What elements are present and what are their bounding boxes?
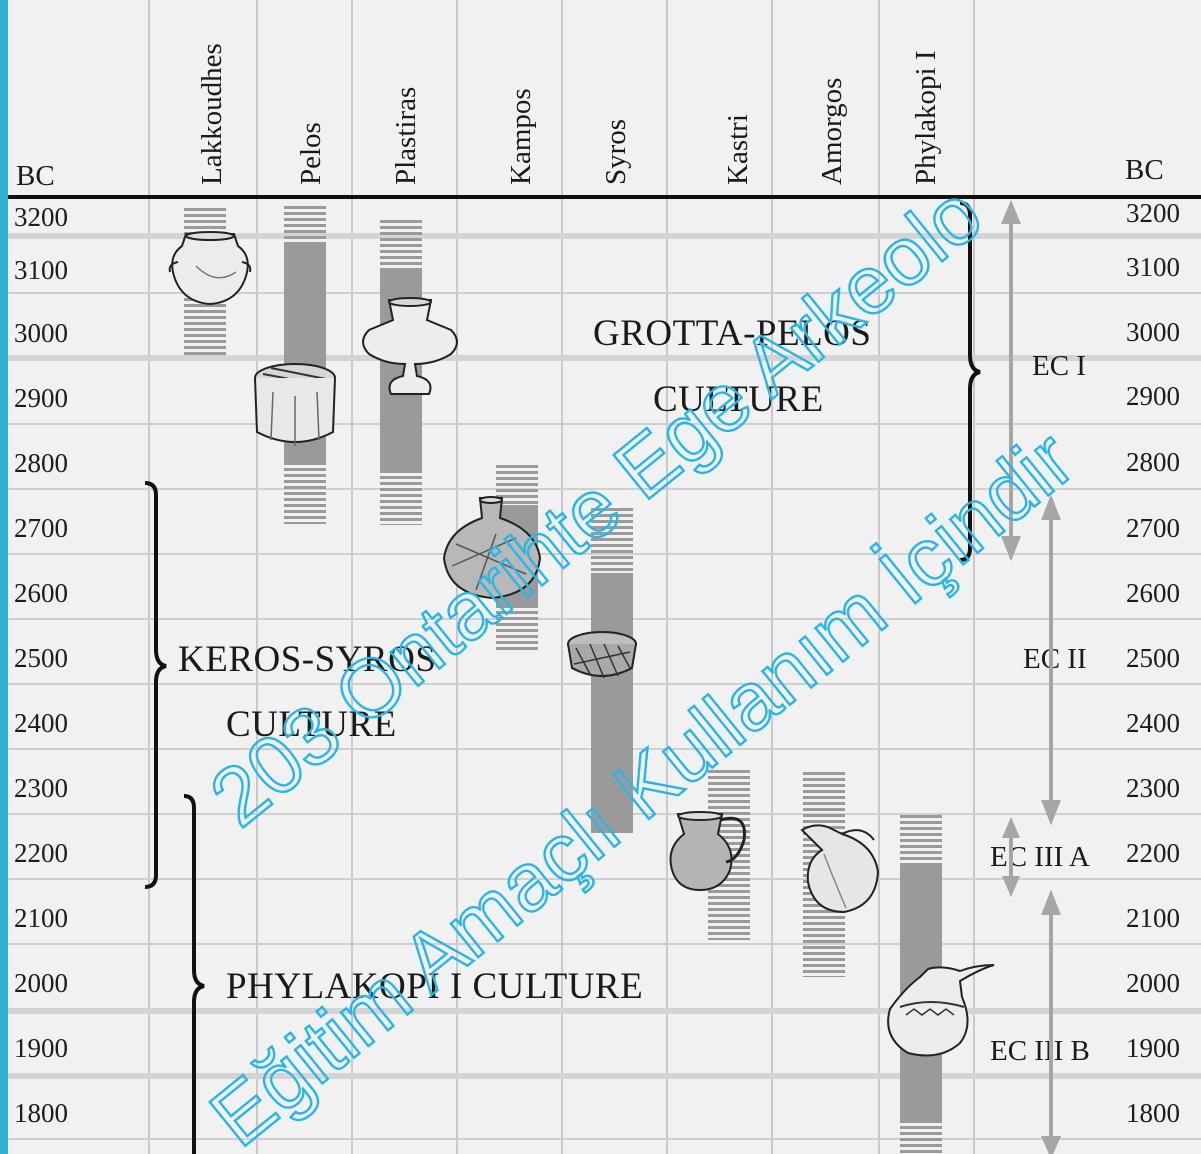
grid-line <box>8 423 1201 425</box>
year-label-left: 2800 <box>14 448 68 478</box>
brackets-and-arrows <box>144 199 1062 1154</box>
grid-line <box>561 0 563 1154</box>
year-label-left: 2000 <box>14 968 68 998</box>
chronology-chart: BC BC 3200 3100 3000 2900 2800 2700 2600… <box>8 0 1201 1154</box>
grid-line <box>8 355 1201 361</box>
year-label-right: 3100 <box>1126 252 1180 282</box>
phase-label: EC III A <box>990 841 1090 873</box>
year-label-left: 2900 <box>14 383 68 413</box>
site-duration-bar <box>284 206 326 242</box>
right-axis-unit: BC <box>1125 154 1164 186</box>
year-label-left: 2500 <box>14 643 68 673</box>
year-label-left: 2200 <box>14 838 68 868</box>
keros-syros-brace <box>144 481 167 889</box>
year-label-right: 2300 <box>1126 773 1180 803</box>
vessel-icon <box>442 496 542 600</box>
site-duration-bar <box>900 1120 942 1154</box>
vessel-icon <box>887 964 995 1057</box>
grid-line <box>148 0 150 1154</box>
grid-line <box>666 0 668 1154</box>
year-label-left: 1900 <box>14 1033 68 1063</box>
year-label-right: 2400 <box>1126 708 1180 738</box>
grid-line <box>8 1073 1201 1079</box>
header-rule <box>8 195 1201 199</box>
site-duration-bar <box>380 220 422 270</box>
grotta-pelos-brace <box>959 201 981 562</box>
vessel-icon <box>362 297 458 395</box>
year-label-right: 1900 <box>1126 1033 1180 1063</box>
grid-line <box>8 878 1201 880</box>
site-duration-bar <box>496 465 538 505</box>
grid-line <box>351 0 353 1154</box>
vessel-icon <box>800 824 880 914</box>
culture-label: GROTTA-PELOS <box>593 313 872 354</box>
vessel-icon <box>254 363 336 446</box>
grid-line <box>8 488 1201 490</box>
year-label-left: 2300 <box>14 773 68 803</box>
year-label-right: 2200 <box>1126 838 1180 868</box>
site-duration-bar <box>496 605 538 653</box>
site-duration-bar <box>591 573 633 833</box>
phase-label: EC I <box>1032 350 1086 382</box>
year-label-left: 2600 <box>14 578 68 608</box>
year-label-right: 2600 <box>1126 578 1180 608</box>
grid-line <box>8 233 1201 239</box>
year-label-right: 1800 <box>1126 1098 1180 1128</box>
left-axis-unit: BC <box>16 160 55 192</box>
vessel-icon <box>567 631 637 679</box>
culture-label: PHYLAKOPI I CULTURE <box>226 966 644 1007</box>
year-label-right: 2700 <box>1126 513 1180 543</box>
vessel-icon <box>168 231 252 306</box>
site-duration-bar <box>380 470 422 525</box>
year-label-left: 1800 <box>14 1098 68 1128</box>
site-duration-bar <box>591 508 633 573</box>
phase-label: EC III B <box>990 1035 1090 1067</box>
vessel-icon <box>669 811 746 892</box>
grid-line <box>8 1138 1201 1140</box>
year-label-right: 2800 <box>1126 447 1180 477</box>
year-label-left: 3200 <box>14 202 68 232</box>
grid-line <box>771 0 773 1154</box>
year-label-right: 2100 <box>1126 903 1180 933</box>
year-label-left: 2400 <box>14 708 68 738</box>
grid-line <box>8 943 1201 945</box>
culture-label: CULTURE <box>653 379 824 420</box>
year-label-left: 2700 <box>14 513 68 543</box>
year-label-right: 3000 <box>1126 317 1180 347</box>
phase-label: EC II <box>1023 643 1087 675</box>
site-duration-bar <box>900 815 942 865</box>
grid-line <box>256 0 258 1154</box>
year-label-right: 3200 <box>1126 198 1180 228</box>
year-label-left: 3100 <box>14 255 68 285</box>
year-label-right: 2500 <box>1126 643 1180 673</box>
phylakopi-brace <box>183 794 205 1154</box>
culture-label: KEROS-SYROS <box>178 639 437 680</box>
year-label-left: 3000 <box>14 318 68 348</box>
grid-line <box>8 1008 1201 1014</box>
culture-label: CULTURE <box>226 704 397 745</box>
grid-line <box>973 0 975 1154</box>
year-label-left: 2100 <box>14 903 68 933</box>
site-duration-bar <box>284 462 326 524</box>
grid-line <box>8 292 1201 294</box>
year-label-right: 2000 <box>1126 968 1180 998</box>
year-label-right: 2900 <box>1126 381 1180 411</box>
grid-line <box>878 0 880 1154</box>
